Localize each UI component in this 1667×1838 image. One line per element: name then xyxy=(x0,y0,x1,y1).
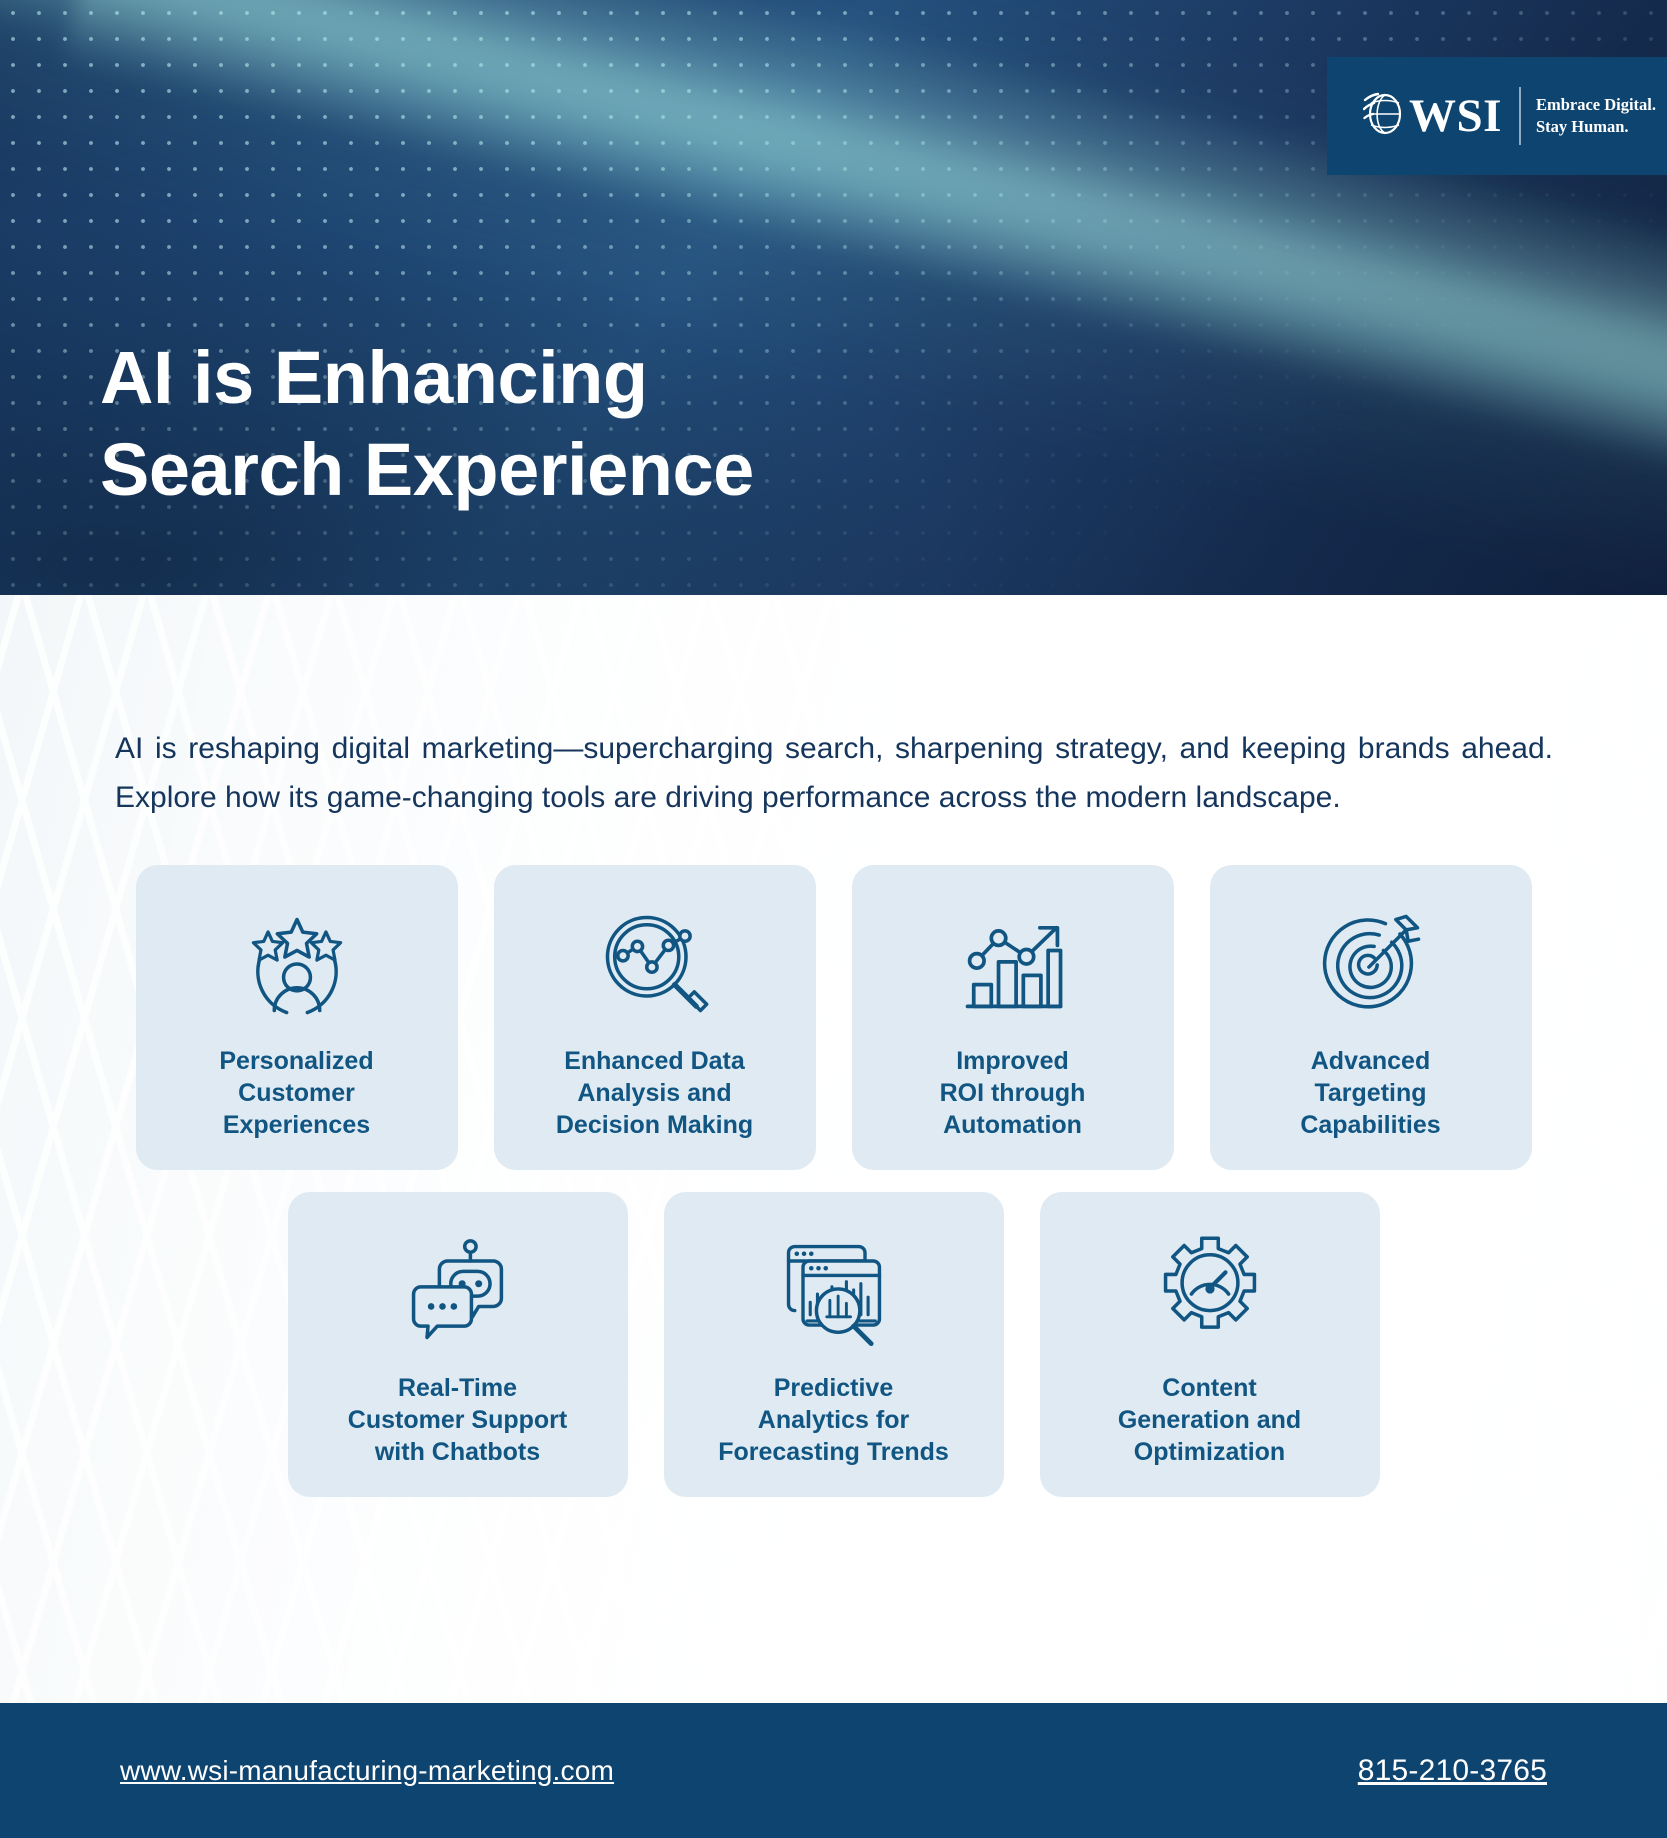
brand-tagline: Embrace Digital. Stay Human. xyxy=(1536,94,1656,139)
feature-card-label: Advanced Targeting Capabilities xyxy=(1300,1047,1441,1139)
intro-paragraph: AI is reshaping digital marketing—superc… xyxy=(115,732,1553,814)
globe-icon xyxy=(1362,91,1407,142)
page-title: AI is Enhancing Search Experience xyxy=(100,332,754,517)
feature-card-label: Enhanced Data Analysis and Decision Maki… xyxy=(555,1047,754,1139)
tagline-line-2: Stay Human. xyxy=(1535,117,1629,136)
feature-card-label: Improved ROI through Automation xyxy=(939,1047,1086,1139)
brand-logo-block: WSI Embrace Digital. Stay Human. xyxy=(1327,57,1667,175)
footer-website-link[interactable]: www.wsi-manufacturing-marketing.com xyxy=(120,1754,615,1786)
gear-gauge-icon xyxy=(1148,1226,1272,1358)
logo-wordmark: WSI xyxy=(1409,89,1502,142)
feature-card-realtime-chatbot-support[interactable]: Real-Time Customer Support with Chatbots xyxy=(287,1192,628,1497)
card-row-2: Real-Time Customer Support with Chatbots xyxy=(0,1192,1667,1497)
feature-card-content-generation-optimization[interactable]: Content Generation and Optimization xyxy=(1039,1192,1380,1497)
content-area: AI is reshaping digital marketing—superc… xyxy=(0,595,1667,1703)
page-title-line-2: Search Experience xyxy=(100,428,754,512)
feature-card-label: Predictive Analytics for Forecasting Tre… xyxy=(718,1374,949,1466)
feature-card-grid: Personalized Customer Experiences xyxy=(0,865,1667,1497)
chatbot-icon xyxy=(396,1226,520,1358)
target-arrow-icon xyxy=(1309,899,1433,1031)
feature-card-label: Personalized Customer Experiences xyxy=(219,1047,374,1139)
card-row-1: Personalized Customer Experiences xyxy=(0,865,1667,1170)
page-title-line-1: AI is Enhancing xyxy=(100,335,648,419)
feature-card-label: Real-Time Customer Support with Chatbots xyxy=(347,1374,568,1466)
windows-barchart-magnifier-icon xyxy=(772,1226,896,1358)
footer-phone-link[interactable]: 815-210-3765 xyxy=(1357,1753,1547,1787)
feature-card-advanced-targeting[interactable]: Advanced Targeting Capabilities xyxy=(1209,865,1532,1170)
logo-lockup: WSI xyxy=(1362,89,1502,142)
stars-person-icon xyxy=(235,899,359,1031)
bar-chart-arrow-icon xyxy=(951,899,1075,1031)
header-banner: WSI Embrace Digital. Stay Human. AI is E… xyxy=(0,0,1667,595)
logo-divider xyxy=(1518,87,1521,145)
tagline-line-1: Embrace Digital. xyxy=(1535,94,1656,114)
feature-card-label: Content Generation and Optimization xyxy=(1117,1374,1302,1466)
footer-bar: www.wsi-manufacturing-marketing.com 815-… xyxy=(0,1703,1667,1838)
feature-card-improved-roi-automation[interactable]: Improved ROI through Automation xyxy=(851,865,1174,1170)
magnifier-linechart-icon xyxy=(593,899,717,1031)
feature-card-predictive-analytics[interactable]: Predictive Analytics for Forecasting Tre… xyxy=(663,1192,1004,1497)
feature-card-personalized-customer-experiences[interactable]: Personalized Customer Experiences xyxy=(135,865,458,1170)
feature-card-enhanced-data-analysis[interactable]: Enhanced Data Analysis and Decision Maki… xyxy=(493,865,816,1170)
